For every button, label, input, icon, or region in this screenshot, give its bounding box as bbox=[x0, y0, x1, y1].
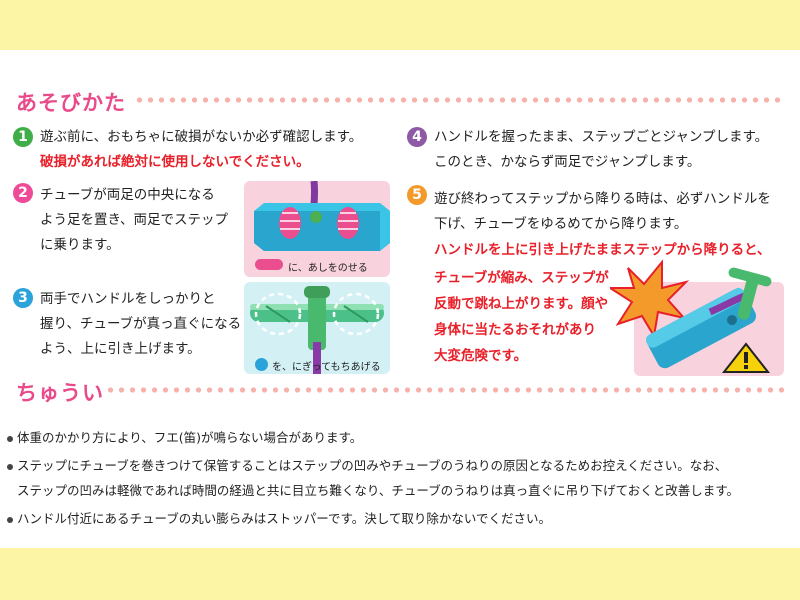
step-text: このとき、かならず両足でジャンプします。 bbox=[434, 154, 701, 170]
hand-icon bbox=[255, 358, 268, 371]
caution-heading: ちゅうい bbox=[16, 381, 104, 405]
step-warning: ハンドルを上に引き上げたままステップから降りると、 bbox=[434, 242, 771, 258]
caution-note: ステップにチューブを巻きつけて保管することはステップの凹みやチューブのうねりの原… bbox=[7, 455, 727, 474]
step-warning: 反動で跳ね上がります。顔や bbox=[434, 296, 609, 312]
play-heading: あそびかた bbox=[16, 91, 126, 115]
step-text: 遊び終わってステップから降りる時は、必ずハンドルを bbox=[434, 191, 771, 207]
top-band bbox=[0, 0, 800, 50]
step-number: 5 bbox=[407, 185, 427, 205]
step-text: に乗ります。 bbox=[40, 237, 120, 253]
jump-danger-image bbox=[610, 259, 784, 376]
hands-on-handle-image bbox=[250, 286, 384, 374]
foot-icon bbox=[255, 259, 283, 270]
step-text: 握り、チューブが真っ直ぐになる bbox=[40, 316, 242, 332]
step-number: 3 bbox=[13, 288, 33, 308]
step-text: よう足を置き、両足でステップ bbox=[40, 212, 229, 228]
impact-icon bbox=[610, 259, 690, 339]
caution-note: ハンドル付近にあるチューブの丸い膨らみはストッパーです。決して取り除かないでくだ… bbox=[7, 508, 551, 527]
step-text: 両手でハンドルをしっかりと bbox=[40, 291, 216, 307]
bottom-band bbox=[0, 548, 800, 600]
danger-illustration bbox=[610, 258, 784, 376]
hands-caption: を、にぎってもちあげる bbox=[272, 362, 381, 373]
step-warning: 破損があれば絶対に使用しないでください。 bbox=[40, 154, 310, 170]
bullet-icon bbox=[7, 463, 13, 470]
bullet-icon bbox=[7, 435, 13, 442]
step-warning: 身体に当たるおそれがあり bbox=[434, 322, 596, 338]
step-text: ハンドルを握ったまま、ステップごとジャンプします。 bbox=[434, 129, 769, 145]
step-number: 4 bbox=[407, 127, 427, 147]
step-warning: 大変危険です。 bbox=[434, 348, 528, 364]
heading-dots bbox=[105, 387, 786, 393]
step-text: よう、上に引き上げます。 bbox=[40, 341, 201, 357]
step-number: 2 bbox=[13, 183, 33, 203]
step-text: 遊ぶ前に、おもちゃに破損がないか必ず確認します。 bbox=[40, 129, 363, 145]
warning-icon bbox=[721, 342, 771, 373]
feet-caption: に、あしをのせる bbox=[288, 263, 368, 274]
caution-note: 体重のかかり方により、フエ(笛)が鳴らない場合があります。 bbox=[7, 427, 362, 446]
step-warning: チューブが縮み、ステップが bbox=[434, 270, 609, 286]
hands-illustration bbox=[244, 282, 390, 374]
feet-on-step-image bbox=[254, 181, 390, 251]
bullet-icon bbox=[7, 516, 13, 523]
step-number: 1 bbox=[13, 127, 33, 147]
step-text: チューブが両足の中央になる bbox=[40, 187, 215, 203]
heading-dots bbox=[134, 97, 786, 103]
caution-note-continued: ステップの凹みは軽微であれば時間の経過と共に目立ち難くなり、チューブのうねりは真… bbox=[17, 483, 740, 498]
step-text: 下げ、チューブをゆるめてから降ります。 bbox=[434, 216, 688, 232]
